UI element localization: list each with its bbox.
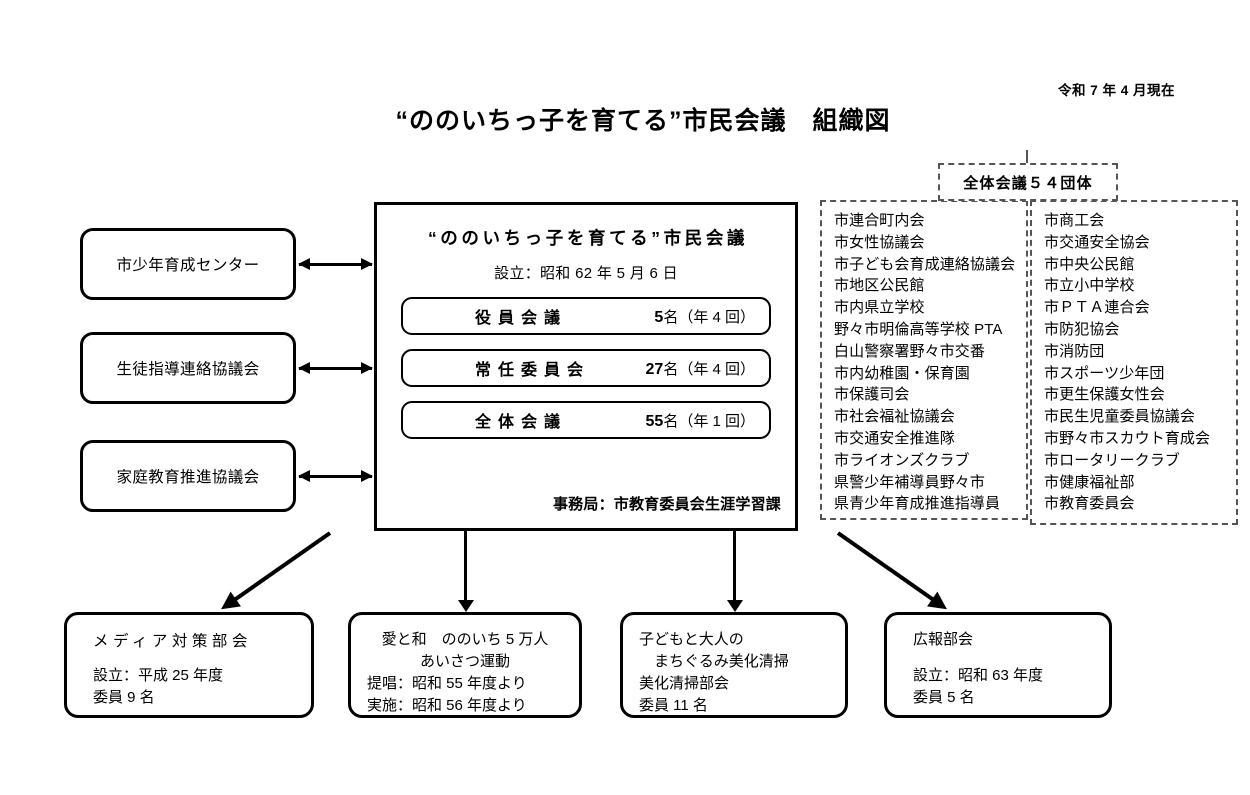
bottom-box-line: 設立：昭和 63 年度 xyxy=(913,667,1044,684)
org-list-item: 市スポーツ少年団 xyxy=(1044,364,1165,382)
meeting-count: 55名（年 1 回） xyxy=(646,410,755,431)
org-list-item: 市ロータリークラブ xyxy=(1044,451,1180,469)
as-of-date: 令和 7 年 4 月現在 xyxy=(1057,83,1175,98)
org-list-item: 白山警察署野々市交番 xyxy=(834,342,986,360)
bottom-box-media-subcommittee: メディア対策部会 設立：平成 25 年度 委員 9 名 xyxy=(64,612,314,718)
org-list-item: 市野々市スカウト育成会 xyxy=(1044,429,1211,447)
side-box-label: 生徒指導連絡協議会 xyxy=(116,361,260,378)
meeting-row-standing-committee: 常任委員会 27名（年 4 回） xyxy=(401,349,771,387)
double-arrow-icon xyxy=(298,362,373,374)
org-list-item: 県青少年育成推進指導員 xyxy=(834,495,1001,513)
connector-arrow-to-media-subcommittee xyxy=(215,531,332,617)
spacer xyxy=(67,651,311,665)
bottom-box-line: 委員 5 名 xyxy=(913,689,975,706)
org-list-item: 市教育委員会 xyxy=(1044,495,1135,513)
org-list-item: 市健康福祉部 xyxy=(1044,473,1135,491)
org-list-item: 市防犯協会 xyxy=(1044,320,1120,338)
org-list-item: 市ライオンズクラブ xyxy=(834,451,970,469)
spacer xyxy=(887,651,1109,665)
org-list-item: 市交通安全推進隊 xyxy=(834,429,955,447)
bottom-box-line: 提唱：昭和 55 年度より xyxy=(367,675,527,692)
side-box-student-guidance-council: 生徒指導連絡協議会 xyxy=(80,332,296,404)
meeting-row-general-assembly: 全体会議 55名（年 1 回） xyxy=(401,401,771,439)
org-list-item: 市連合町内会 xyxy=(834,212,925,229)
org-list-item: 市更生保護女性会 xyxy=(1044,386,1165,404)
bottom-box-heading-line2: まちぐるみ美化清掃 xyxy=(639,653,789,670)
main-council-founded: 設立：昭和 62 年 5 月 6 日 xyxy=(494,265,678,282)
meeting-count-number: 5 xyxy=(654,308,664,326)
meeting-count: 27名（年 4 回） xyxy=(646,358,755,379)
bottom-box-heading-line1: 子どもと大人の xyxy=(639,631,744,648)
connector-arrow-to-cleanup-subcommittee xyxy=(726,531,743,612)
org-list-left-column: 市連合町内会市女性協議会市子ども会育成連絡協議会市地区公民館市内県立学校野々市明… xyxy=(820,200,1028,520)
org-list-item: 市内県立学校 xyxy=(834,299,925,317)
double-arrow-icon xyxy=(298,470,373,482)
bottom-box-line: 委員 11 名 xyxy=(639,697,708,714)
org-list-item: 市中央公民館 xyxy=(1044,255,1135,273)
org-list-item: 市ＰＴＡ連合会 xyxy=(1044,299,1150,317)
meeting-count: 5名（年 4 回） xyxy=(654,306,755,327)
meeting-name: 常任委員会 xyxy=(475,362,591,379)
bottom-box-heading: 広報部会 xyxy=(913,631,974,648)
org-list-item: 市保護司会 xyxy=(834,386,910,404)
meeting-count-number: 27 xyxy=(645,360,664,378)
org-list-item: 市内幼稚園・保育園 xyxy=(834,364,970,382)
bottom-box-line: 設立：平成 25 年度 xyxy=(93,667,224,684)
org-list-right-column: 市商工会市交通安全協会市中央公民館市立小中学校市ＰＴＡ連合会市防犯協会市消防団市… xyxy=(1030,200,1238,525)
bottom-box-heading-line1: 愛と和 ののいち 5 万人 xyxy=(381,631,549,648)
org-list-item: 市地区公民館 xyxy=(834,277,925,295)
page-title: “ののいちっ子を育てる”市民会議 組織図 xyxy=(395,107,891,135)
bottom-box-line: 委員 9 名 xyxy=(93,689,155,706)
bottom-box-heading-line2: あいさつ運動 xyxy=(419,653,510,670)
org-list-item: 市子ども会育成連絡協議会 xyxy=(834,255,1016,273)
bottom-box-greeting-movement: 愛と和 ののいち 5 万人 あいさつ運動 提唱：昭和 55 年度より 実施：昭和… xyxy=(348,612,582,718)
meeting-row-officers: 役員会議 5名（年 4 回） xyxy=(401,297,771,335)
side-box-home-education-council: 家庭教育推進協議会 xyxy=(80,440,296,512)
org-list-item: 市女性協議会 xyxy=(834,233,925,251)
main-council-box: “ののいちっ子を育てる”市民会議 設立：昭和 62 年 5 月 6 日 役員会議… xyxy=(374,202,798,531)
bottom-box-heading: メディア対策部会 xyxy=(93,633,252,650)
bottom-box-line: 美化清掃部会 xyxy=(639,675,730,692)
meeting-count-suffix: 名（年 1 回） xyxy=(663,412,755,430)
meeting-count-suffix: 名（年 4 回） xyxy=(663,308,755,326)
org-list-item: 市交通安全協会 xyxy=(1044,233,1150,251)
org-list-item: 野々市明倫高等学校 PTA xyxy=(834,320,1003,338)
connector-arrow-to-pr-subcommittee xyxy=(836,531,953,617)
connector-arrow-to-greeting-movement xyxy=(457,531,474,612)
org-list-item: 市商工会 xyxy=(1044,212,1105,229)
org-list-item: 市民生児童委員協議会 xyxy=(1044,408,1196,426)
bottom-box-cleanup-subcommittee: 子どもと大人の まちぐるみ美化清掃 美化清掃部会 委員 11 名 xyxy=(620,612,848,718)
bottom-box-line: 実施：昭和 56 年度より xyxy=(367,697,527,714)
meeting-name: 全体会議 xyxy=(475,414,568,431)
org-list-item: 市消防団 xyxy=(1044,342,1105,360)
org-list-item: 市社会福祉協議会 xyxy=(834,408,955,426)
org-list-item: 市立小中学校 xyxy=(1044,277,1135,295)
org-list-title: 全体会議５４団体 xyxy=(938,163,1118,201)
main-council-title: “ののいちっ子を育てる”市民会議 xyxy=(427,228,749,248)
side-box-youth-development-center: 市少年育成センター xyxy=(80,228,296,300)
meeting-count-suffix: 名（年 4 回） xyxy=(663,360,755,378)
bottom-box-pr-subcommittee: 広報部会 設立：昭和 63 年度 委員 5 名 xyxy=(884,612,1112,718)
side-box-label: 家庭教育推進協議会 xyxy=(116,469,260,486)
meeting-count-number: 55 xyxy=(645,412,664,430)
meeting-name: 役員会議 xyxy=(475,310,568,327)
double-arrow-icon xyxy=(298,258,373,270)
secretariat-label: 事務局：市教育委員会生涯学習課 xyxy=(552,496,781,513)
side-box-label: 市少年育成センター xyxy=(116,257,260,274)
org-list-item: 県警少年補導員野々市 xyxy=(834,473,986,491)
org-title-connector xyxy=(1026,150,1028,164)
